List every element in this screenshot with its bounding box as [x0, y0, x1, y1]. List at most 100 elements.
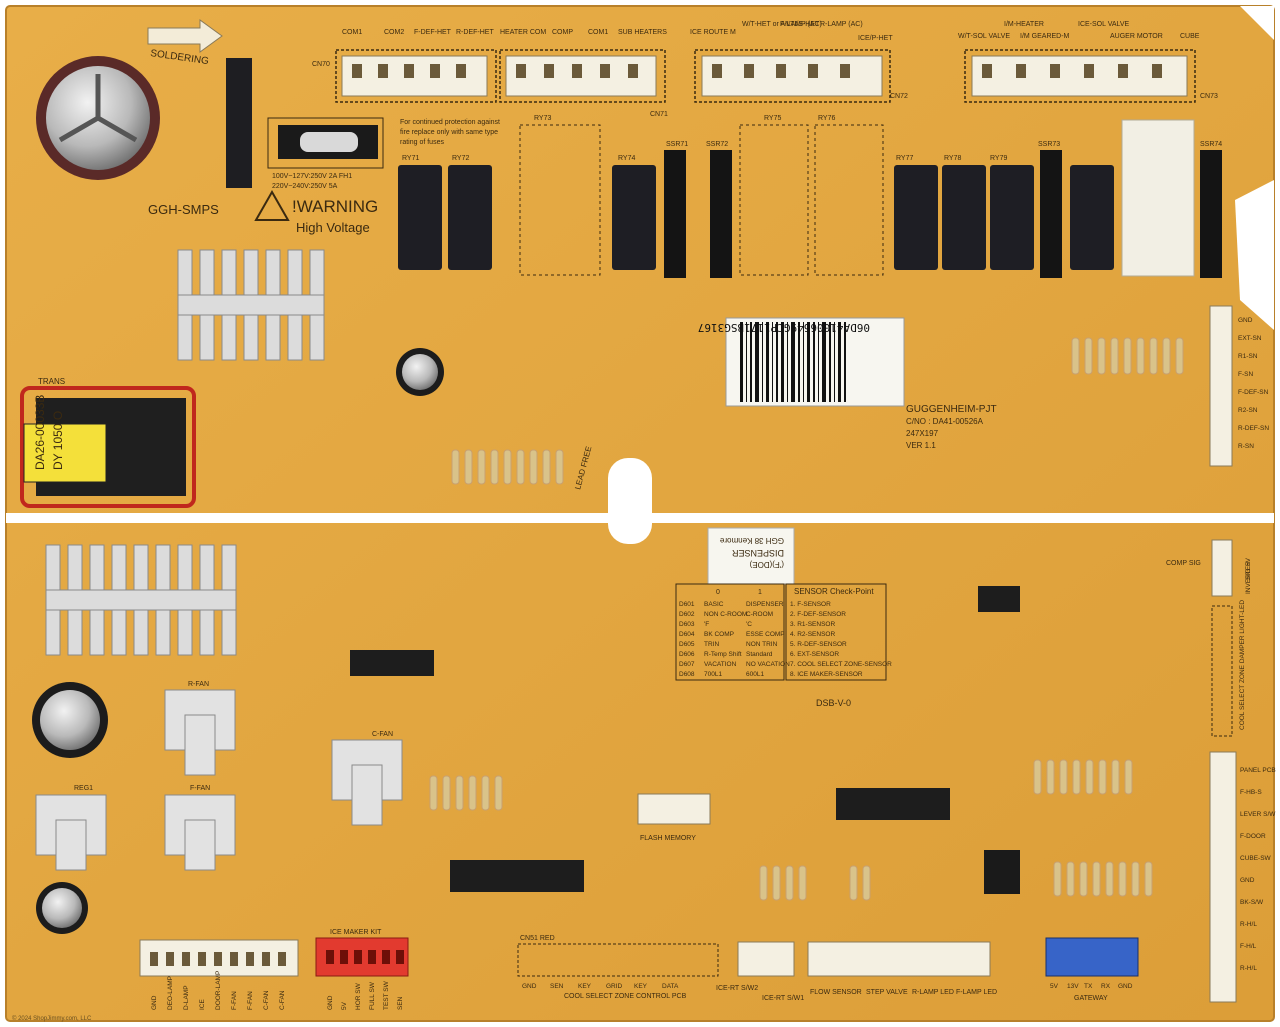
sensor-row: 2. F-DEF-SENSOR	[790, 611, 846, 618]
transformer-line1: DA26-00033B	[33, 395, 47, 470]
sensor-row: 8. ICE MAKER-SENSOR	[790, 671, 863, 678]
relay-label: RY72	[452, 155, 469, 162]
relay-bank-left	[398, 165, 656, 270]
dispenser-sticker	[707, 527, 795, 585]
cn70-label: R-DEF-HET	[456, 29, 494, 36]
option-row-value0: TRIN	[704, 641, 719, 648]
cn77-label: PANEL PCB	[1240, 767, 1276, 774]
cn76-label: COOL SELECT ZONE DAMPER LIGHT-LED	[1239, 600, 1246, 730]
cn72-label: W/T-HET or ANTI/S-HET	[742, 21, 820, 28]
cn71-label: COMP	[552, 29, 573, 36]
cn50-label: GND	[1118, 983, 1133, 990]
ic-ic72	[978, 586, 1020, 612]
option-row-id: D605	[679, 641, 695, 648]
relay-white-large	[1121, 119, 1195, 277]
cn77-label: F-HB-S	[1240, 789, 1262, 796]
cn78-label: F-LAMP LED	[956, 989, 997, 996]
board-corner-notch	[1240, 6, 1274, 40]
cn40-label: R1-SN	[1238, 353, 1258, 360]
reg1-label: REG1	[74, 785, 93, 792]
option-row-id: D601	[679, 601, 695, 608]
connector-cn50-blue	[1045, 937, 1139, 977]
option-row-id: D608	[679, 671, 695, 678]
connector-cn71	[499, 49, 666, 103]
cn78-label: FLOW SENSOR	[810, 989, 862, 996]
cn73-labels: W/T-SOL VALVE I/M-HEATER I/M GEARED-M IC…	[958, 21, 1218, 100]
silk-dsb: DSB-V-0	[816, 698, 851, 708]
cn77-label: R-H/L	[1240, 965, 1257, 972]
connector-cn76	[1211, 605, 1233, 737]
cn40-label: R-DEF-SN	[1238, 425, 1269, 432]
silk-board-name: GUGGENHEIM-PJT	[906, 404, 997, 415]
cn72-label: ICE/P-HET	[858, 35, 893, 42]
cn90-label: TEST SW	[383, 980, 390, 1010]
cn71-label: COM1	[588, 29, 608, 36]
cn80-title: FLASH MEMORY	[640, 835, 696, 842]
cn73-label: I/M-HEATER	[1004, 21, 1044, 28]
option-row-value0: R-Temp Shift	[704, 651, 742, 658]
option-row-value1: 'C	[746, 621, 752, 628]
cn70-labels: COM1 COM2 F-DEF-HET R-DEF-HET CN70	[312, 29, 494, 68]
cn30-label: GND	[151, 995, 158, 1010]
c-fan-label: C-FAN	[372, 731, 393, 738]
cn73-label: W/T-SOL VALVE	[958, 33, 1010, 40]
option-row-value1: NO VACATION	[746, 661, 790, 668]
ssr-right	[1040, 150, 1222, 278]
cn70-label: COM2	[384, 29, 404, 36]
cn51-label: GND	[522, 983, 537, 990]
cn90-label: HOR SW	[355, 982, 362, 1010]
cn40-label: GND	[1238, 317, 1253, 324]
resistor-array	[429, 337, 1184, 901]
cn51-label: KEY	[578, 983, 592, 990]
cn50-label: 13V	[1067, 983, 1079, 990]
electrolytic-capacitor-mid	[32, 682, 108, 758]
cn79-label: 5V	[1245, 557, 1252, 566]
relay-label: SSR74	[1200, 141, 1222, 148]
option-row-value0: 'F	[704, 621, 709, 628]
cn30b-label: ICE-RT S/W2	[716, 985, 758, 992]
option-row-value0: VACATION	[704, 661, 737, 668]
option-row-id: D607	[679, 661, 695, 668]
sensor-table-title: SENSOR Check-Point	[794, 587, 874, 596]
dispenser-label-1: DISPENSER	[731, 548, 784, 558]
cn30-label: F-FAN	[247, 991, 254, 1010]
cn50-title: GATEWAY	[1074, 995, 1108, 1002]
relay-label: RY79	[990, 155, 1007, 162]
relay-label: RY75	[764, 115, 781, 122]
option-row-value0: BASIC	[704, 601, 724, 608]
sensor-row: 5. R-DEF-SENSOR	[790, 641, 847, 648]
ic-ic76	[984, 850, 1020, 894]
cn70-id: CN70	[312, 61, 330, 68]
silk-trans: TRANS	[38, 377, 65, 386]
cn73-label: AUGER MOTOR	[1110, 33, 1163, 40]
silk-size: 247X197	[906, 429, 939, 438]
relay-label: RY74	[618, 155, 635, 162]
dispenser-label-2: GGH 38 Kenmore	[719, 536, 784, 545]
cn40-label: R-SN	[1238, 443, 1254, 450]
cn72-label: ICE ROUTE M	[690, 29, 736, 36]
sensor-row: 3. R1-SENSOR	[790, 621, 835, 628]
heatsink-reg1	[35, 794, 107, 871]
electrolytic-capacitor-small	[36, 882, 88, 934]
cn72-labels: ICE ROUTE M W/T-HET or ANTI/S-HET F-LAMP…	[690, 21, 908, 100]
option-row-id: D606	[679, 651, 695, 658]
silk-warning: !WARNING	[292, 197, 378, 216]
silk-version: VER 1.1	[906, 441, 936, 450]
cn70-label: COM1	[342, 29, 362, 36]
relay-label: RY76	[818, 115, 835, 122]
heatsink-f-fan	[164, 794, 236, 871]
option-row-id: D603	[679, 621, 695, 628]
relay-label: SSR73	[1038, 141, 1060, 148]
transformer-line2: DY 1050 O	[51, 411, 65, 470]
cn78-label: R-LAMP LED	[912, 989, 954, 996]
cn40-label: F-DEF-SN	[1238, 389, 1269, 396]
cn71-id: CN71	[650, 111, 668, 118]
connector-cn90-red	[315, 937, 409, 977]
sensor-row: 7. COOL SELECT ZONE-SENSOR	[790, 661, 892, 668]
connector-cn40	[1209, 305, 1233, 467]
